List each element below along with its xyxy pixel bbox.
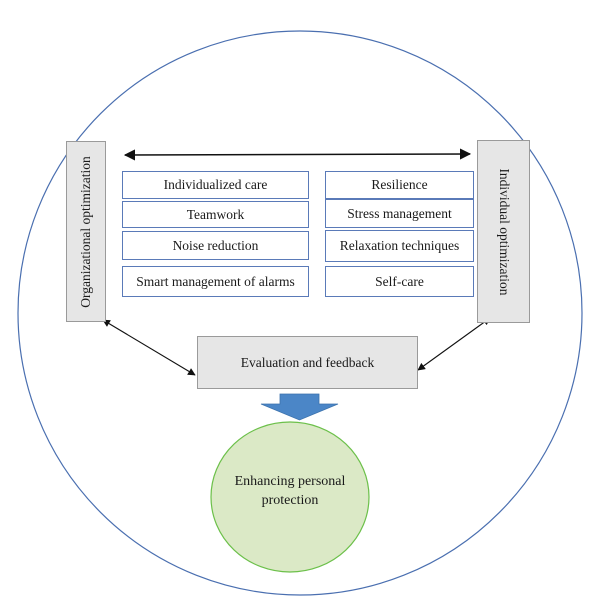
left-item-teamwork: Teamwork	[122, 201, 309, 228]
right-item-resilience: Resilience	[325, 171, 474, 199]
outer-circle	[17, 30, 583, 596]
outcome-label: Enhancing personal protection	[234, 474, 346, 508]
right-item-stress-management: Stress management	[325, 199, 474, 228]
left-item-individualized-care: Individualized care	[122, 171, 309, 199]
left-feedback-arrow	[102, 319, 196, 376]
individual-optimization-label: Individual optimization	[496, 167, 512, 296]
organizational-optimization-box: Organizational optimization	[66, 141, 106, 322]
right-item-self-care: Self-care	[325, 266, 474, 297]
organizational-optimization-label: Organizational optimization	[78, 155, 93, 308]
right-item-relaxation-techniques: Relaxation techniques	[325, 230, 474, 262]
left-item-noise-reduction: Noise reduction	[122, 231, 309, 260]
left-item-smart-alarms: Smart management of alarms	[122, 266, 309, 297]
evaluation-feedback-box: Evaluation and feedback	[197, 336, 418, 389]
right-feedback-arrow	[417, 317, 491, 371]
individual-optimization-box: Individual optimization	[477, 140, 530, 323]
outcome-ellipse	[210, 421, 370, 573]
top-double-arrow	[123, 148, 472, 161]
down-arrow	[260, 393, 339, 421]
